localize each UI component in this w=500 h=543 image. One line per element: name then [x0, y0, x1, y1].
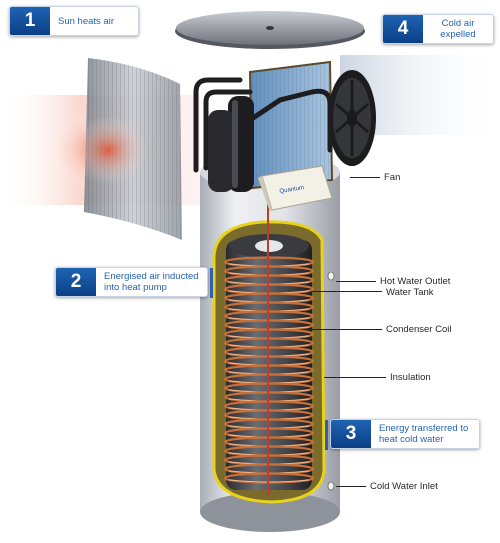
step-1-badge: 1 Sun heats air	[9, 6, 139, 36]
water-tank-leader-line	[312, 291, 382, 292]
step-3-number: 3	[331, 420, 371, 448]
callout-cold-water-inlet: Cold Water Inlet	[370, 481, 438, 492]
bracket-step-2	[210, 268, 213, 298]
callout-condenser-coil: Condenser Coil	[386, 324, 452, 335]
callout-water-tank: Water Tank	[386, 287, 434, 298]
step-2-number: 2	[56, 268, 96, 296]
step-2-badge: 2 Energised air inducted into heat pump	[55, 267, 208, 297]
step-3-badge: 3 Energy transferred to heat cold water	[330, 419, 480, 449]
compressor	[208, 96, 254, 192]
insulation-leader-line	[324, 377, 386, 378]
hot-water-outlet-port	[327, 271, 335, 281]
callout-insulation: Insulation	[390, 372, 431, 383]
fan-leader-line	[350, 177, 380, 178]
step-2-text: Energised air inducted into heat pump	[104, 271, 199, 293]
step-4-badge: 4 Cold air expelled	[382, 14, 494, 44]
refrigerant-pipes	[193, 77, 333, 173]
tank-lid	[175, 11, 365, 49]
heat-pump-unit	[193, 60, 376, 212]
bracket-step-3	[325, 420, 328, 450]
step-4-number: 4	[383, 15, 423, 43]
controller-box	[258, 165, 333, 212]
hot-water-outlet-leader-line	[336, 281, 376, 282]
step-3-text: Energy transferred to heat cold water	[379, 423, 469, 445]
callout-hot-water-outlet: Hot Water Outlet	[380, 276, 451, 287]
brand-logo: Quantum	[279, 185, 304, 195]
cold-water-inlet-port	[327, 481, 335, 491]
condenser-coil-leader-line	[312, 329, 382, 330]
step-1-number: 1	[10, 7, 50, 35]
cold-water-inlet-leader-line	[336, 486, 366, 487]
step-1-text: Sun heats air	[58, 15, 114, 27]
step-4-text: Cold air expelled	[440, 18, 476, 40]
callout-fan: Fan	[384, 172, 401, 183]
air-filter-mesh	[68, 58, 182, 240]
fan-icon	[328, 70, 376, 166]
